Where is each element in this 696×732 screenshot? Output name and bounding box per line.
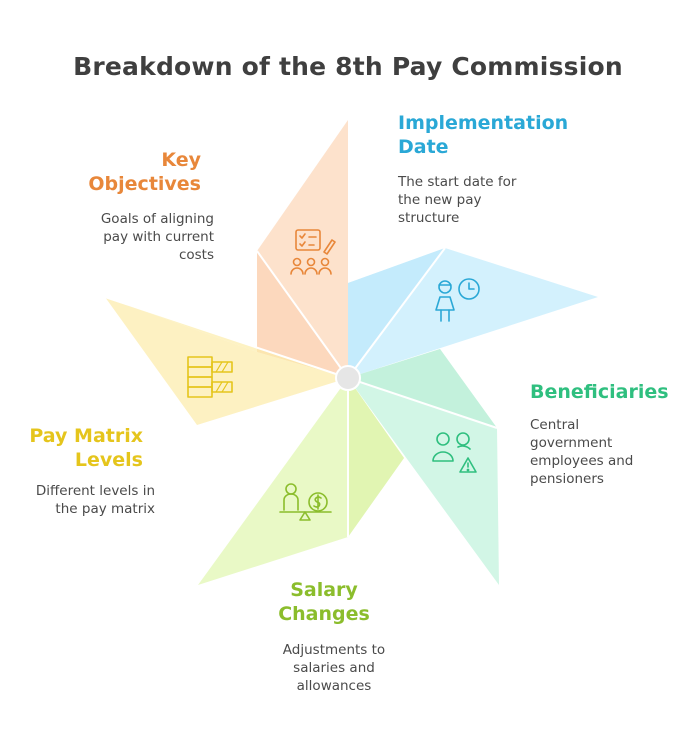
implementation-date-description: The start date for the new pay structure [398, 174, 517, 226]
beneficiaries-description: Central government employees and pension… [530, 417, 634, 487]
person-clock-icon [435, 278, 480, 322]
blade-beneficiaries [348, 349, 499, 585]
person-balance-money-icon [279, 483, 332, 521]
salary-changes-description: Adjustments to salaries and allowances [282, 642, 386, 694]
implementation-date-heading: Implementation Date [398, 112, 569, 158]
checklist-team-icon [290, 229, 336, 275]
page-title: Breakdown of the 8th Pay Commission [73, 52, 623, 81]
blade-salary-changes [198, 378, 404, 585]
key-objectives-description: Goals of aligning pay with current costs [100, 211, 214, 263]
blade-key-objectives [257, 120, 348, 378]
matrix-grid-icon [187, 356, 233, 398]
beneficiaries-heading: Beneficiaries [530, 381, 669, 403]
pay-matrix-levels-heading: Pay Matrix Levels [29, 425, 143, 471]
salary-changes-heading: Salary Changes [278, 579, 370, 625]
key-objectives-heading: Key Objectives [88, 149, 201, 195]
blade-separators [104, 247, 498, 537]
users-warning-icon [432, 432, 477, 473]
center-hub [335, 365, 361, 391]
pay-matrix-levels-description: Different levels in the pay matrix [35, 483, 155, 517]
blade-implementation-date [348, 248, 598, 378]
